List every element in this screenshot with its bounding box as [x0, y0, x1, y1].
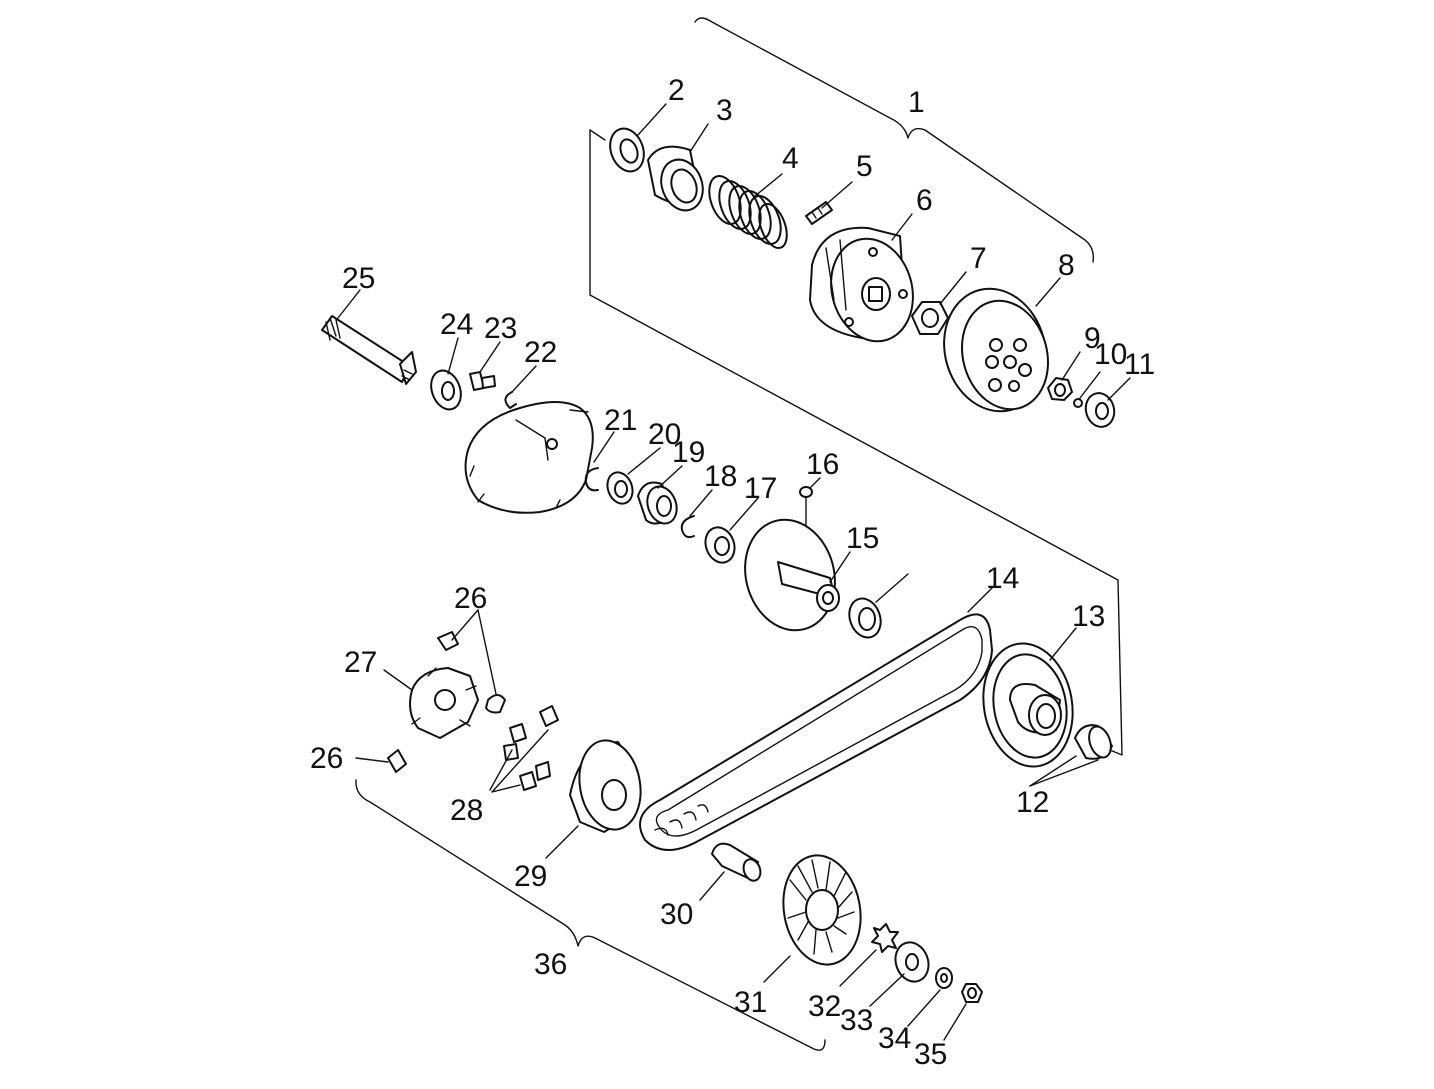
part-19-needle-bearing [637, 481, 678, 525]
part-7-nut [911, 301, 949, 335]
label-24: 24 [440, 308, 473, 341]
label-20: 20 [648, 418, 681, 451]
part-8-clutch-drum [943, 287, 1049, 413]
label-1: 1 [908, 86, 925, 119]
label-26-bottom: 26 [310, 742, 343, 775]
label-29: 29 [514, 860, 547, 893]
label-27: 27 [344, 646, 377, 679]
part-32-star-washer [871, 923, 899, 953]
label-2-top: 2 [668, 74, 685, 107]
label-32: 32 [808, 990, 841, 1023]
part-31-fan-face [782, 854, 862, 966]
label-4: 4 [782, 142, 799, 175]
label-28: 28 [450, 794, 483, 827]
label-22: 22 [524, 336, 557, 369]
label-30: 30 [660, 898, 693, 931]
part-35-nut [961, 983, 983, 1003]
part-28-rollers [489, 705, 559, 793]
part-15-driven-pulley [744, 518, 840, 632]
part-34-washer [935, 967, 953, 989]
part-13-driven-face [982, 642, 1074, 768]
part-22-clip [504, 391, 517, 409]
part-29-movable-drive-face [569, 739, 642, 833]
part-labels: 1 2 3 4 5 6 7 8 9 10 11 12 13 14 15 16 1… [310, 74, 1155, 1071]
part-17-bearing [704, 526, 736, 564]
part-5-pin [805, 201, 833, 225]
part-24-bearing [430, 369, 462, 411]
frame-top-tick [589, 129, 606, 141]
bracket-assembly-36 [355, 779, 826, 1051]
part-26-slide-c [387, 749, 407, 773]
part-6-clutch [809, 226, 914, 343]
part-27-ramp-plate [409, 667, 479, 739]
part-23-bolt [469, 371, 496, 391]
label-25: 25 [342, 262, 375, 295]
part-20-washer [606, 471, 634, 505]
label-19: 19 [672, 436, 705, 469]
label-36: 36 [534, 948, 567, 981]
bracket-assembly-1 [694, 17, 1095, 263]
part-33-ratchet [894, 941, 930, 983]
label-7: 7 [970, 242, 987, 275]
label-12: 12 [1016, 786, 1049, 819]
part-21-circlip [584, 467, 599, 492]
label-34: 34 [878, 1022, 911, 1055]
label-8: 8 [1058, 249, 1075, 282]
label-5: 5 [856, 150, 873, 183]
label-35: 35 [914, 1038, 947, 1071]
label-13: 13 [1072, 600, 1105, 633]
part-11-bearing [1084, 392, 1116, 428]
label-31: 31 [734, 986, 767, 1019]
frame-assembly-outline [589, 129, 1123, 756]
part-26-slide-a [437, 631, 459, 651]
part-2-seal-top [609, 127, 645, 173]
part-18-circlip [680, 515, 695, 539]
label-18: 18 [704, 460, 737, 493]
label-15: 15 [846, 522, 879, 555]
gear-housing-cover [464, 401, 594, 514]
part-30-collar [711, 842, 762, 882]
label-21: 21 [604, 404, 637, 437]
part-26-slide-b [485, 694, 506, 714]
label-11: 11 [1124, 348, 1155, 381]
label-33: 33 [840, 1004, 873, 1037]
part-12-collar [1074, 724, 1113, 760]
label-10: 10 [1094, 338, 1127, 371]
part-3-bushing [647, 145, 704, 212]
leader-lines [337, 103, 1131, 1041]
label-26-top: 26 [454, 582, 487, 615]
label-3: 3 [716, 94, 733, 127]
label-6: 6 [916, 184, 933, 217]
part-2-seal-lower [848, 597, 882, 639]
part-10-washer [1073, 398, 1083, 408]
label-9: 9 [1084, 322, 1101, 355]
label-16: 16 [806, 448, 839, 481]
label-23: 23 [484, 312, 517, 345]
part-25-shaft [321, 315, 417, 385]
label-17: 17 [744, 472, 777, 505]
part-9-nut [1047, 377, 1073, 401]
part-4-spring [708, 175, 788, 249]
label-14: 14 [986, 562, 1019, 595]
part-14-drive-belt [639, 613, 993, 851]
